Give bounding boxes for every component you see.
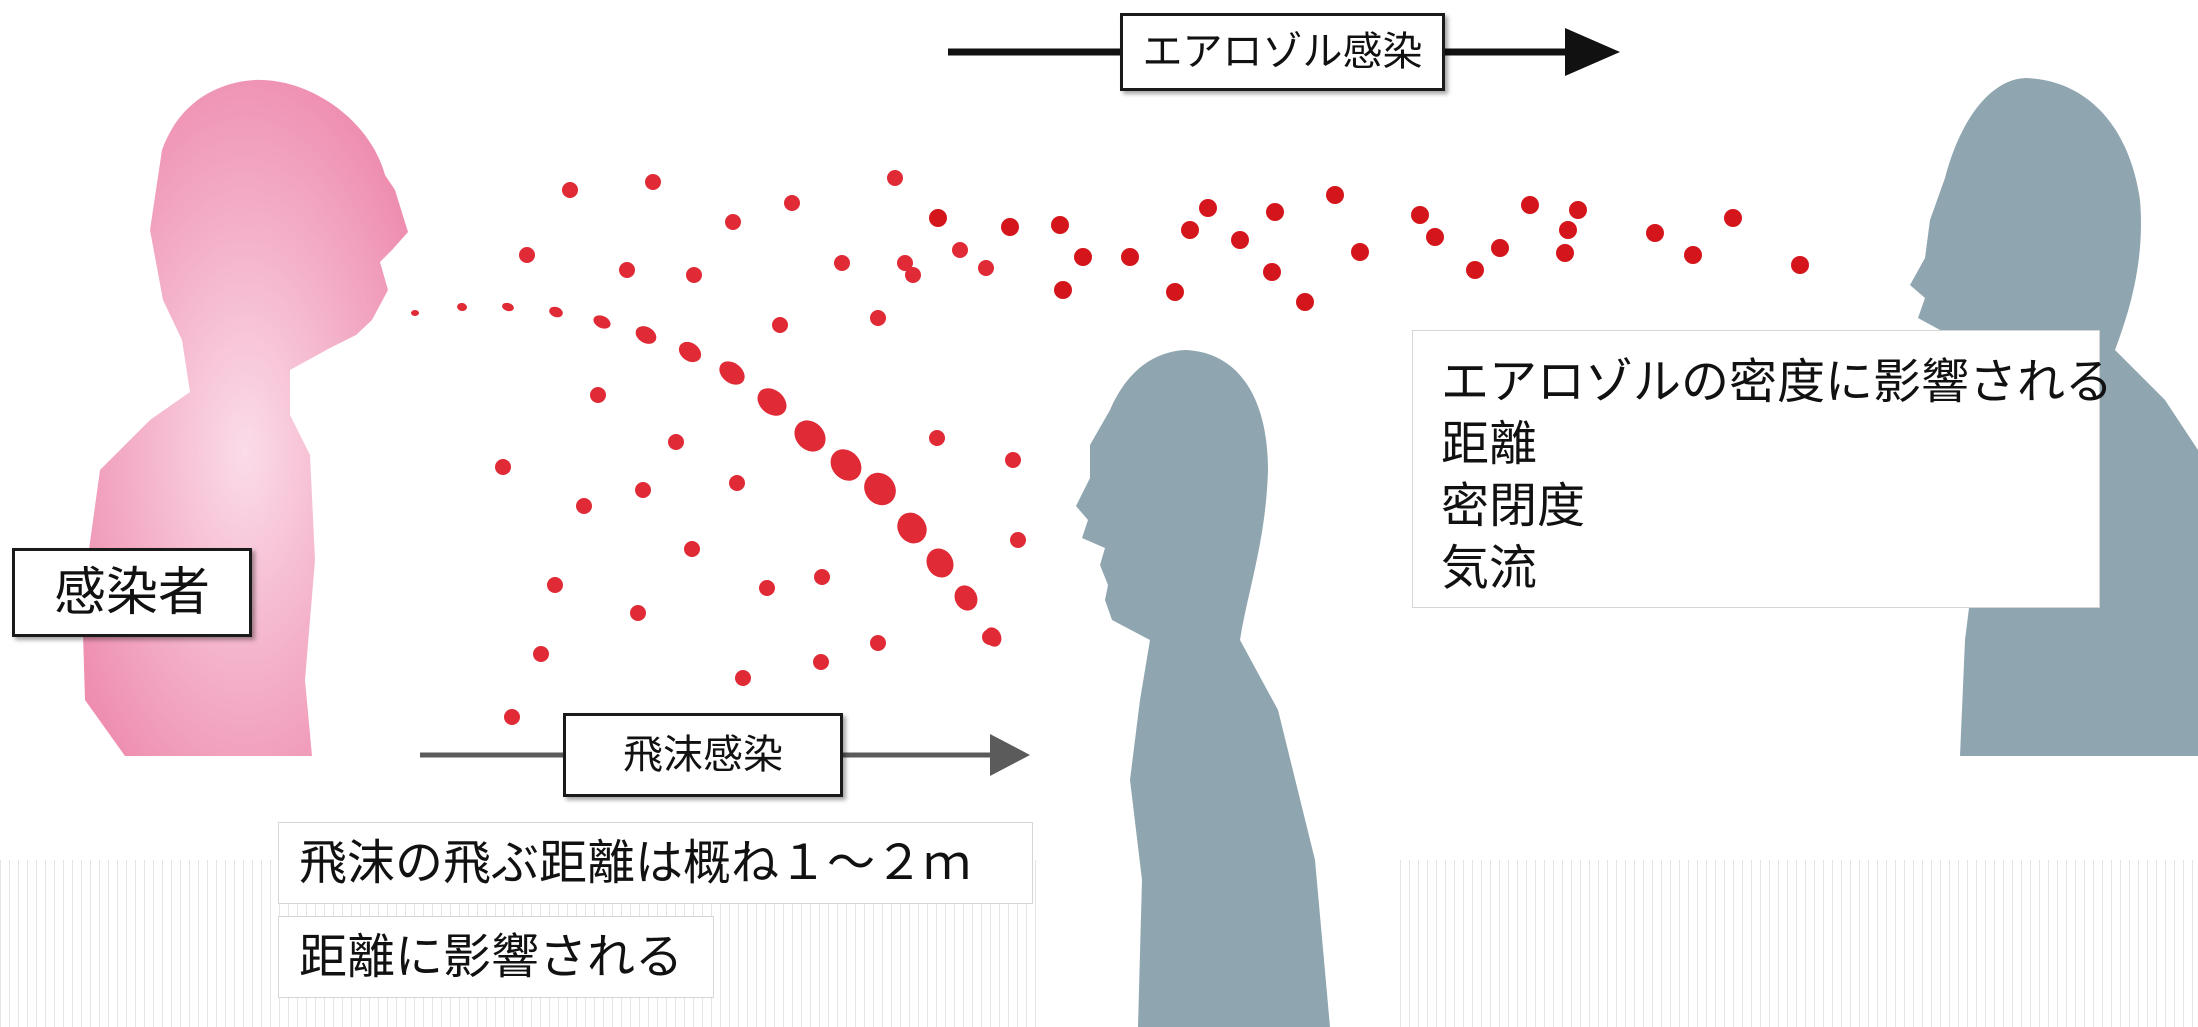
- aerosol-dot: [1074, 248, 1092, 266]
- particles: [411, 170, 1809, 725]
- droplet-dot: [668, 434, 684, 450]
- aerosol-dot: [1724, 209, 1742, 227]
- aerosol-factors-title: エアロゾルの密度に影響される: [1441, 354, 2114, 410]
- droplet-dot: [645, 174, 661, 190]
- droplet-stream-dot: [502, 302, 514, 312]
- droplet-dot: [982, 629, 998, 645]
- droplet-stream-dot: [411, 310, 419, 316]
- droplet-dot: [684, 541, 700, 557]
- aerosol-dot: [1166, 283, 1184, 301]
- aerosol-factor-distance: 距離: [1441, 416, 1538, 472]
- droplet-dot: [635, 482, 651, 498]
- aerosol-dot: [1001, 218, 1019, 236]
- aerosol-dot: [1426, 228, 1444, 246]
- aerosol-dot: [1559, 221, 1577, 239]
- droplet-dot: [619, 262, 635, 278]
- near-person-silhouette: [1076, 350, 1330, 1027]
- droplet-dot: [547, 577, 563, 593]
- droplet-distance-note: 飛沫の飛ぶ距離は概ね１～２ｍ: [278, 822, 1033, 904]
- aerosol-dot: [1556, 244, 1574, 262]
- aerosol-dot: [1791, 256, 1809, 274]
- droplet-dot: [686, 267, 702, 283]
- droplet-dot: [533, 646, 549, 662]
- droplet-distance-text: 飛沫の飛ぶ距離は概ね１～２ｍ: [299, 835, 972, 891]
- aerosol-factor-enclosure: 密閉度: [1441, 478, 1586, 534]
- droplet-dot: [759, 580, 775, 596]
- droplet-stream-dot: [794, 420, 826, 452]
- aerosol-factor-airflow: 気流: [1441, 540, 1538, 596]
- droplet-infection-text: 飛沫感染: [623, 732, 783, 778]
- droplet-stream-dot: [864, 472, 896, 506]
- droplet-stream-dot: [897, 512, 927, 544]
- aerosol-dot: [1684, 246, 1702, 264]
- droplet-dot: [630, 605, 646, 621]
- droplet-dot: [897, 255, 913, 271]
- aerosol-infection-label: エアロゾル感染: [1120, 13, 1445, 91]
- droplet-dot: [870, 635, 886, 651]
- aerosol-dot: [929, 209, 947, 227]
- droplet-stream-dot: [457, 302, 467, 312]
- droplet-dot: [952, 242, 968, 258]
- droplet-dot: [1010, 532, 1026, 548]
- droplet-dot: [978, 260, 994, 276]
- infected-person-label: 感染者: [12, 548, 252, 637]
- droplet-dot: [735, 670, 751, 686]
- droplet-dot: [772, 317, 788, 333]
- droplet-dot: [576, 498, 592, 514]
- droplet-dot: [504, 709, 520, 725]
- aerosol-arrow-head: [1565, 28, 1620, 76]
- droplet-dot: [562, 182, 578, 198]
- droplet-stream-dot: [719, 361, 745, 385]
- droplet-dot: [784, 195, 800, 211]
- droplet-dot: [834, 255, 850, 271]
- aerosol-dot: [1296, 293, 1314, 311]
- aerosol-dot: [1411, 206, 1429, 224]
- aerosol-dot: [1569, 201, 1587, 219]
- aerosol-dot: [1231, 231, 1249, 249]
- aerosol-dot: [1351, 243, 1369, 261]
- droplet-arrow-head: [990, 734, 1030, 776]
- droplet-distance-factor: 距離に影響される: [278, 916, 714, 998]
- droplet-dot: [870, 310, 886, 326]
- aerosol-dot: [1263, 263, 1281, 281]
- droplet-distance-factor-text: 距離に影響される: [299, 929, 684, 985]
- stripe-band-right: [1400, 860, 2198, 1027]
- droplet-dot: [729, 475, 745, 491]
- droplet-dot: [814, 569, 830, 585]
- droplet-stream-dot: [635, 326, 657, 344]
- aerosol-dot: [1491, 239, 1509, 257]
- droplet-dot: [905, 267, 921, 283]
- aerosol-dot: [1466, 261, 1484, 279]
- droplet-stream-dot: [954, 585, 978, 611]
- aerosol-dot: [1181, 221, 1199, 239]
- droplet-dot: [813, 654, 829, 670]
- droplet-dot: [590, 387, 606, 403]
- droplet-stream-dot: [678, 341, 702, 363]
- droplet-stream-dot: [757, 388, 787, 416]
- aerosol-dot: [1266, 203, 1284, 221]
- droplet-dot: [929, 430, 945, 446]
- droplet-stream-dot: [549, 306, 563, 318]
- droplet-dot: [887, 170, 903, 186]
- aerosol-infection-text: エアロゾル感染: [1142, 29, 1423, 75]
- aerosol-dot: [1199, 199, 1217, 217]
- infected-person-silhouette: [82, 79, 408, 756]
- aerosol-factors-note: エアロゾルの密度に影響される 距離 密閉度 気流: [1412, 330, 2114, 608]
- aerosol-dot: [1054, 281, 1072, 299]
- droplet-dot: [495, 459, 511, 475]
- aerosol-dot: [1646, 224, 1664, 242]
- droplet-dot: [1005, 452, 1021, 468]
- droplet-dot: [725, 214, 741, 230]
- droplet-stream-dot: [593, 315, 611, 329]
- droplet-stream-dot: [926, 548, 954, 578]
- droplet-dot: [519, 247, 535, 263]
- aerosol-dot: [1051, 216, 1069, 234]
- aerosol-dot: [1521, 196, 1539, 214]
- aerosol-dot: [1121, 248, 1139, 266]
- aerosol-dot: [1326, 186, 1344, 204]
- infected-person-text: 感染者: [53, 562, 210, 623]
- droplet-infection-label: 飛沫感染: [563, 713, 843, 797]
- droplet-stream-dot: [830, 449, 862, 481]
